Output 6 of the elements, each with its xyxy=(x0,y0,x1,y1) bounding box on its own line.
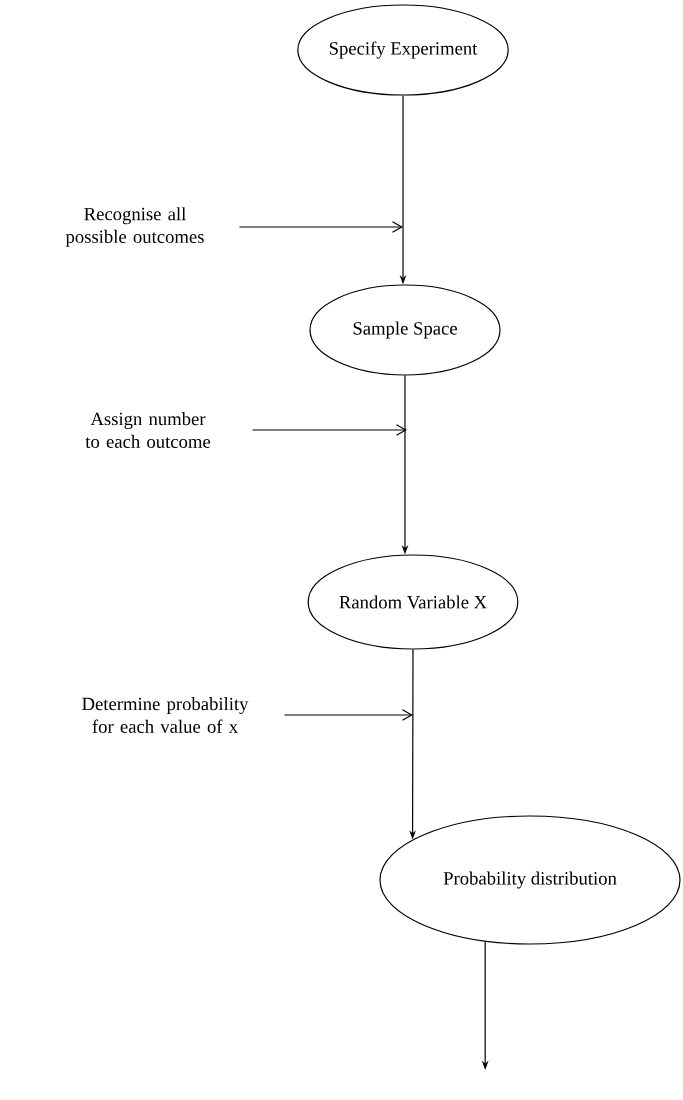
arrow xyxy=(238,221,403,233)
step-label: Determine probability for each value of x xyxy=(82,697,249,733)
step-label: Assign number to each outcome xyxy=(85,412,211,448)
arrow xyxy=(251,424,407,436)
step-label: Recognise all possible outcomes xyxy=(65,207,204,247)
arrow xyxy=(283,709,413,721)
